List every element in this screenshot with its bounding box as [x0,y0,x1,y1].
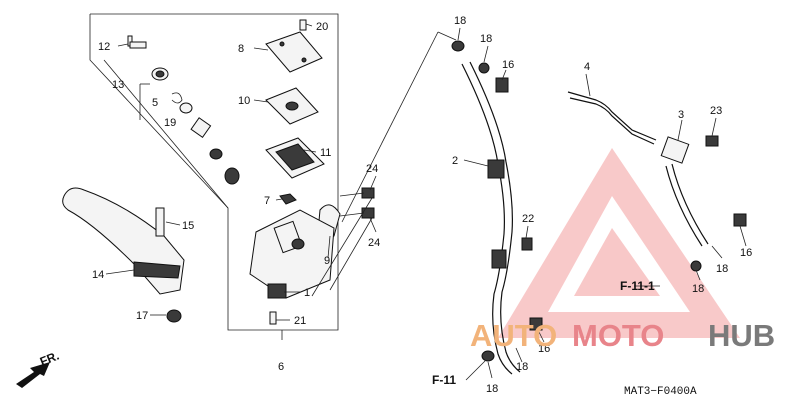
callout-18-lower-a: 18 [516,361,528,373]
callout-numbers: 12 13 5 19 8 20 10 11 7 15 14 17 9 1 21 … [92,15,752,395]
part-11-diaphragm [265,137,325,179]
part-19-clip [171,92,183,104]
callout-18-top: 18 [454,15,466,27]
ref-f111: F-11-1 [620,279,655,293]
callout-13: 13 [112,79,124,91]
callout-23: 23 [710,105,722,117]
callout-24-upper: 24 [366,163,378,175]
group-outline [89,13,339,331]
part-1-brake-switch [267,283,287,299]
part-2-brake-hose [461,61,521,375]
callout-19: 19 [164,117,176,129]
callout-6: 6 [278,361,284,373]
front-label: FR. [38,349,61,369]
callout-7: 7 [264,195,270,207]
callout-15: 15 [182,220,194,232]
part-7-clip [279,193,297,205]
lower-hose-right [665,163,709,247]
callout-20: 20 [316,21,328,33]
washer-lower [481,350,495,362]
callout-14: 14 [92,269,104,281]
svg-text:HUB: HUB [708,318,775,353]
part-10-set-plate [265,87,319,125]
leader-lines [105,23,747,381]
callout-10: 10 [238,95,250,107]
part-16-bolt-lower [529,317,543,331]
ref-f11: F-11 [432,373,456,387]
watermark-text: AUTO MOTO HUB [470,318,775,353]
part-15-pivot-bolt [155,207,165,237]
callout-16-right: 16 [740,247,752,259]
part-3-joint [660,136,690,164]
part-23-bolt [705,135,719,147]
callout-21: 21 [294,315,306,327]
front-arrow [16,362,50,388]
callout-5: 5 [152,97,158,109]
part-16-bolt-top [495,77,509,93]
part-20-screw [299,19,307,31]
part-17-nut [166,309,182,323]
part-5-boot [151,67,169,81]
callout-8: 8 [238,43,244,55]
svg-text:AUTO: AUTO [470,318,557,353]
callout-18-second: 18 [480,33,492,45]
part-13-piston-set [179,102,240,185]
part-14-brake-lever [62,187,185,295]
part-12-screw [127,35,147,49]
callout-24-lower: 24 [368,237,380,249]
washer-right [690,260,702,272]
part-8-reservoir-cap [265,31,323,73]
callout-18-right-b: 18 [692,283,704,295]
callout-2: 2 [452,155,458,167]
part-16-bolt-right [733,213,747,227]
callout-3: 3 [678,109,684,121]
callout-18-right-a: 18 [716,263,728,275]
callout-18-lower-b: 18 [486,383,498,395]
banjo-washer-2 [478,62,490,74]
callout-16-lower: 16 [538,343,550,355]
part-4-brake-pipe [567,91,657,145]
svg-text:MOTO: MOTO [572,318,664,353]
watermark-logo [498,148,740,338]
diagram-code: MAT3−F0400A [624,386,697,398]
callout-1: 1 [304,287,310,299]
callout-17: 17 [136,310,148,322]
callout-4: 4 [584,61,590,73]
part-24-bolts [339,187,375,219]
banjo-washer-top [451,40,465,52]
callout-11: 11 [320,147,331,159]
callout-12: 12 [98,41,110,53]
master-cylinder-body [249,209,335,299]
callout-9: 9 [324,255,330,267]
callout-16-top: 16 [502,59,514,71]
callout-22: 22 [522,213,534,225]
part-21-screw [269,311,277,325]
part-22-bolt [521,237,533,251]
